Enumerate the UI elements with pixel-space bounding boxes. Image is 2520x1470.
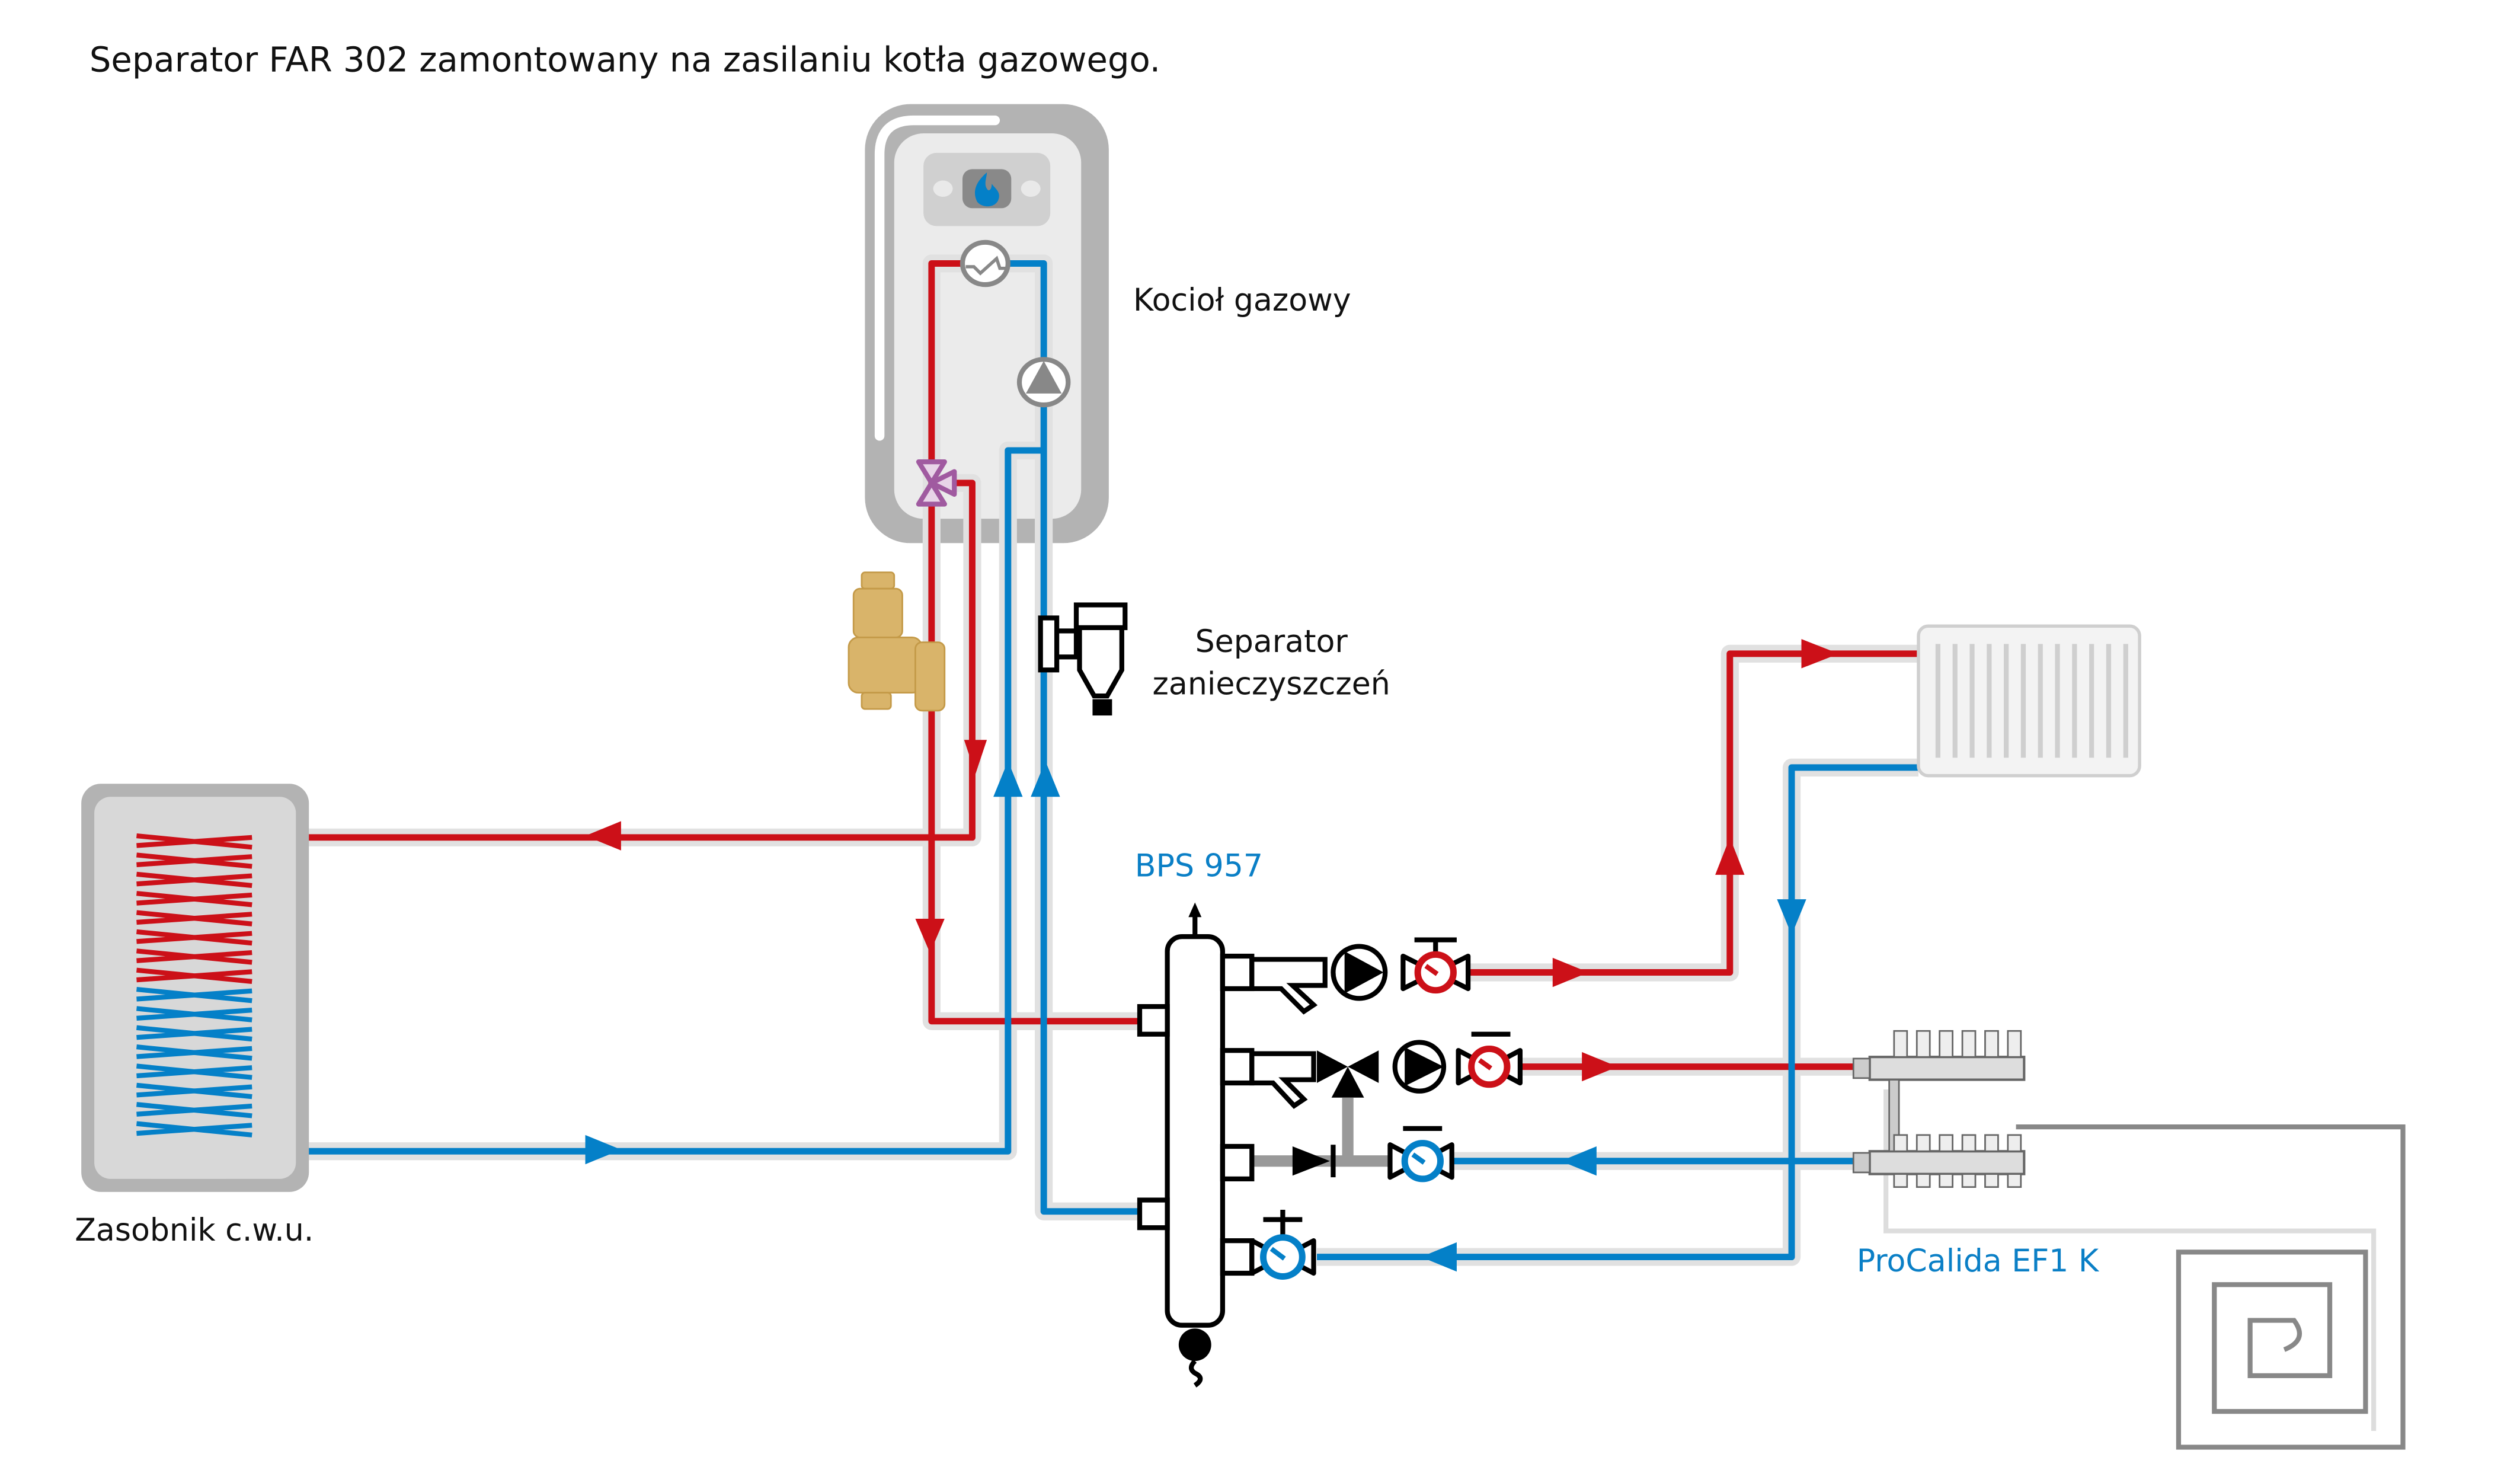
ball-valve-thermometer-icon xyxy=(1387,1126,1454,1183)
radiator-icon xyxy=(1917,624,2141,778)
manifold-flowmeter xyxy=(1961,1134,1977,1152)
manifold-flowmeter xyxy=(1893,1173,1908,1188)
tank-label: Zasobnik c.w.u. xyxy=(75,1213,314,1248)
coil-turn xyxy=(136,1082,252,1100)
manifold-valve xyxy=(2007,1030,2022,1058)
manifold-flowmeter xyxy=(1893,1134,1908,1152)
flow-arrow xyxy=(993,760,1023,797)
coil-turn xyxy=(136,852,252,869)
coil-turn xyxy=(136,910,252,926)
bps-label: BPS 957 xyxy=(1135,849,1263,884)
coil-turn xyxy=(136,948,252,965)
dirt-separator-icon xyxy=(1038,602,1128,716)
coil-turn xyxy=(136,891,252,907)
manifold-valve xyxy=(1984,1030,1999,1058)
flow-arrow xyxy=(1715,837,1745,875)
diagram-title: Separator FAR 302 zamontowany na zasilan… xyxy=(89,40,1160,80)
flow-arrow xyxy=(915,918,945,953)
flow-arrow xyxy=(1801,639,1839,669)
manifold-flowmeter xyxy=(1984,1134,1999,1152)
pump-icon xyxy=(1392,1040,1447,1094)
flow-arrow xyxy=(1552,957,1589,988)
manifold-flowmeter xyxy=(1915,1173,1931,1188)
coil-turn xyxy=(136,1025,252,1042)
row-1 xyxy=(1220,937,1471,1015)
bps-hydraulic-separator xyxy=(1137,902,1523,1388)
manifold-label: ProCalida EF1 K xyxy=(1857,1244,2100,1279)
flow-arrow xyxy=(964,740,987,774)
flame-icon xyxy=(974,172,999,207)
separator-label-line1: Separator xyxy=(1195,624,1348,660)
pump-icon xyxy=(1016,357,1071,408)
flow-arrow xyxy=(1777,899,1806,935)
row-4 xyxy=(1220,1210,1316,1280)
heat-exchanger-icon xyxy=(960,239,1010,287)
coil-turn xyxy=(136,871,252,889)
flow-arrow xyxy=(585,1135,621,1165)
coil-turn xyxy=(136,929,252,946)
air-separator-icon xyxy=(848,571,946,712)
manifold-flowmeter xyxy=(1939,1173,1953,1188)
coil-turn xyxy=(136,1006,252,1022)
boiler-label: Kocioł gazowy xyxy=(1133,283,1351,318)
manifold-valve xyxy=(1939,1030,1953,1058)
coil-turn xyxy=(136,1121,252,1137)
separator-label-line2: zanieczyszczeń xyxy=(1153,666,1390,702)
three-way-valve-icon xyxy=(916,459,957,507)
manifold-flowmeter xyxy=(2007,1134,2022,1152)
flow-arrow xyxy=(1031,760,1060,797)
ball-valve-thermometer-icon xyxy=(1249,1210,1316,1280)
gas-boiler xyxy=(865,104,1109,544)
coil-turn xyxy=(136,1044,252,1061)
pump-icon xyxy=(1331,944,1388,1001)
coil-turn xyxy=(136,986,252,1004)
mixing-valve-icon xyxy=(1317,1050,1379,1098)
flow-arrow xyxy=(1582,1052,1618,1082)
coil-turn xyxy=(136,967,252,984)
manifold-valve xyxy=(1961,1030,1977,1058)
drain-valve-icon xyxy=(1178,1328,1211,1362)
manifold-valve xyxy=(1893,1030,1908,1058)
manifold-flowmeter xyxy=(1939,1134,1953,1152)
check-valve-icon xyxy=(1292,1145,1336,1178)
manifold-flowmeter xyxy=(1984,1173,1999,1188)
ball-valve-thermometer-icon xyxy=(1456,1031,1523,1088)
row-3 xyxy=(1220,1126,1454,1183)
return-pipes xyxy=(252,260,1919,1272)
flow-arrow xyxy=(1421,1242,1457,1272)
bypass-pipe xyxy=(1252,1097,1399,1167)
ball-valve-thermometer-icon xyxy=(1400,937,1471,994)
manifold-flowmeter xyxy=(1961,1173,1977,1188)
coil-turn xyxy=(136,833,252,850)
manifold-valve xyxy=(1915,1030,1931,1058)
flow-arrow xyxy=(1560,1146,1597,1176)
coil-turn xyxy=(136,1102,252,1119)
manifold-flowmeter xyxy=(1915,1134,1931,1152)
manifold-flowmeter xyxy=(2007,1173,2022,1188)
coil-turn xyxy=(136,1063,252,1080)
hot-water-tank xyxy=(81,784,309,1192)
flow-arrow xyxy=(585,821,621,851)
row-2 xyxy=(1220,1031,1523,1109)
manifold-icon xyxy=(1852,1030,2026,1188)
